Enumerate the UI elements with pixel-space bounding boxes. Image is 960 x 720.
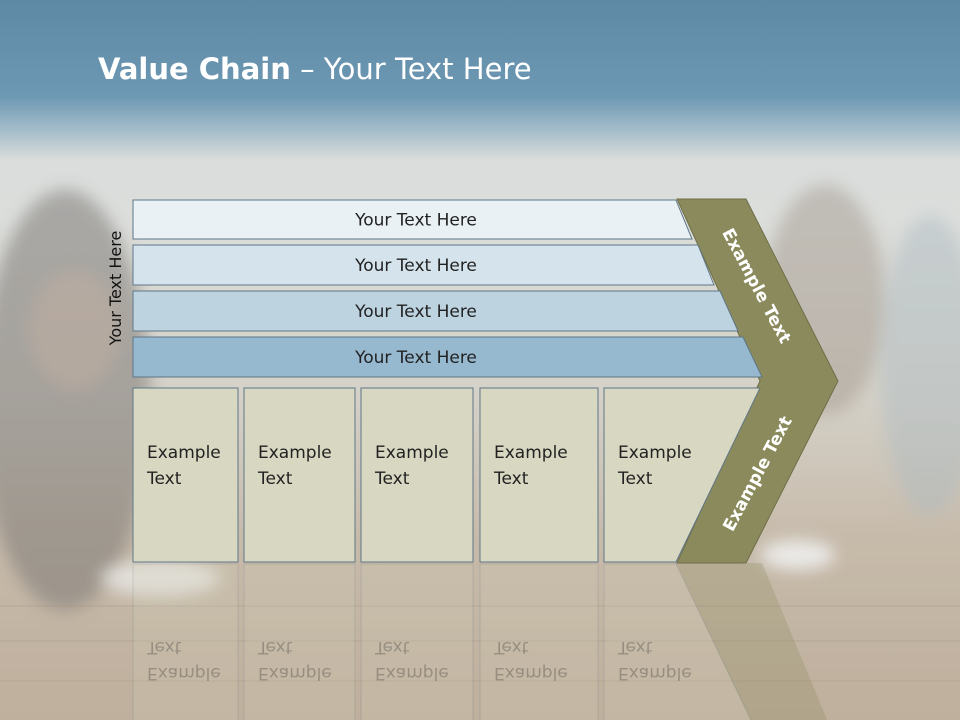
chevron-reflection <box>676 563 828 720</box>
bar-1 <box>132 199 693 240</box>
example-box-1-line2: Text <box>146 469 182 489</box>
title-rest: – Your Text Here <box>290 52 532 86</box>
bar-1-label: Your Text Here <box>354 211 477 231</box>
example-box-2-line1: Example <box>258 443 332 463</box>
example-box-5-reflection <box>603 563 752 720</box>
example-box-2-reflection-line1: Example <box>258 663 332 683</box>
bar-2-label: Your Text Here <box>354 256 477 276</box>
table-plank <box>0 605 960 607</box>
example-box-1-line1: Example <box>147 443 221 463</box>
example-box-2-line2: Text <box>257 469 293 489</box>
photo-keyboard <box>100 560 220 596</box>
example-box-3-reflection-line2: Text <box>374 637 410 657</box>
example-box-2-reflection <box>243 563 356 720</box>
photo-person-left-face <box>30 270 120 390</box>
example-box-1-reflection-line2: Text <box>146 637 182 657</box>
example-box-3-line2: Text <box>374 469 410 489</box>
example-box-3-reflection <box>360 563 474 720</box>
example-box-4-line1: Example <box>494 443 568 463</box>
slide-title: Value Chain – Your Text Here <box>98 52 532 86</box>
example-box-4-reflection <box>479 563 599 720</box>
title-bold: Value Chain <box>98 52 291 86</box>
example-box-5-reflection-line2: Text <box>617 637 653 657</box>
example-box-2-reflection-line2: Text <box>257 637 293 657</box>
example-box-1 <box>132 387 239 563</box>
table-plank <box>0 680 960 682</box>
example-box-4 <box>479 387 599 563</box>
example-box-1-reflection-line1: Example <box>147 663 221 683</box>
photo-person-left <box>0 190 150 610</box>
bar-3-label: Your Text Here <box>354 302 477 322</box>
bar-4-label: Your Text Here <box>354 348 477 368</box>
example-box-5-reflection-line1: Example <box>618 663 692 683</box>
value-chevron <box>676 198 839 564</box>
example-box-5 <box>603 387 761 563</box>
example-box-4-reflection-line2: Text <box>493 637 529 657</box>
example-box-4-line2: Text <box>493 469 529 489</box>
header-band <box>0 0 960 160</box>
example-box-5-line1: Example <box>618 443 692 463</box>
bar-4 <box>132 336 763 378</box>
example-box-3 <box>360 387 474 563</box>
example-box-3-reflection-line1: Example <box>375 663 449 683</box>
photo-mouse <box>760 540 835 570</box>
example-box-2 <box>243 387 356 563</box>
bar-2 <box>132 244 715 286</box>
photo-person-far-right <box>880 215 960 515</box>
example-box-5-line2: Text <box>617 469 653 489</box>
bar-3 <box>132 290 739 332</box>
example-box-4-reflection-line1: Example <box>494 663 568 683</box>
example-box-3-line1: Example <box>375 443 449 463</box>
example-box-1-reflection <box>132 563 239 720</box>
table-plank <box>0 640 960 642</box>
